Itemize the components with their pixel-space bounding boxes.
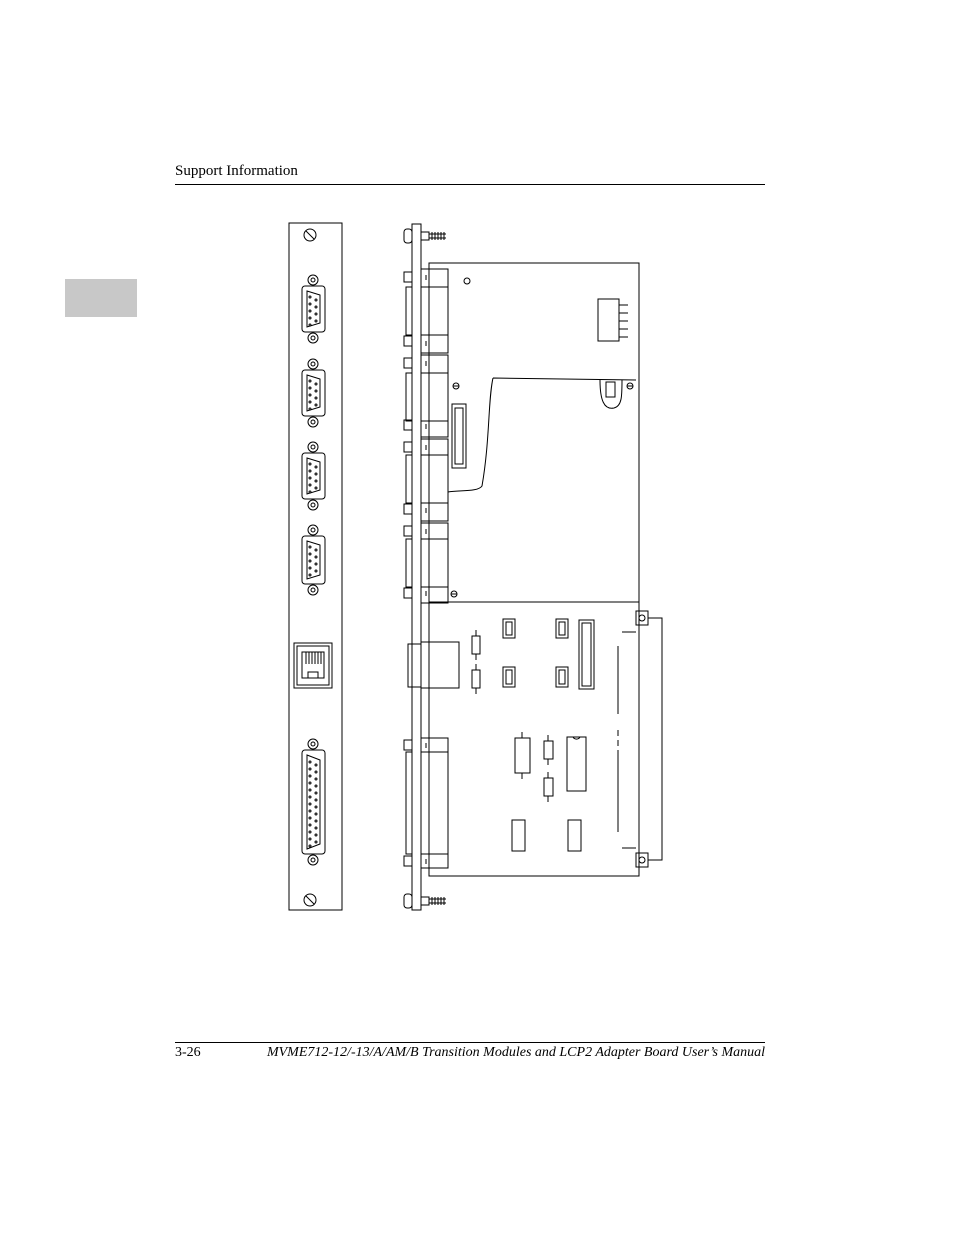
side-connector [403,522,449,604]
rj-jack [293,642,333,689]
side-connector [403,268,449,354]
header-title: Support Information [175,163,298,179]
side-connector [403,737,449,869]
side-connector [403,438,449,522]
footer-rule [175,1042,765,1043]
db9-connector [301,524,326,596]
board-figure [288,222,663,911]
front-panel [288,222,343,911]
side-connector [403,354,449,438]
header-rule [175,184,765,185]
db9-connector [301,358,326,428]
page-number: 3-26 [175,1045,201,1060]
db9-connector [301,274,326,344]
chapter-tab [65,279,137,317]
db9-connector [301,441,326,511]
db25-connector [301,738,326,866]
manual-title: MVME712-12/-13/A/AM/B Transition Modules… [266,1045,765,1060]
side-view [403,223,663,911]
